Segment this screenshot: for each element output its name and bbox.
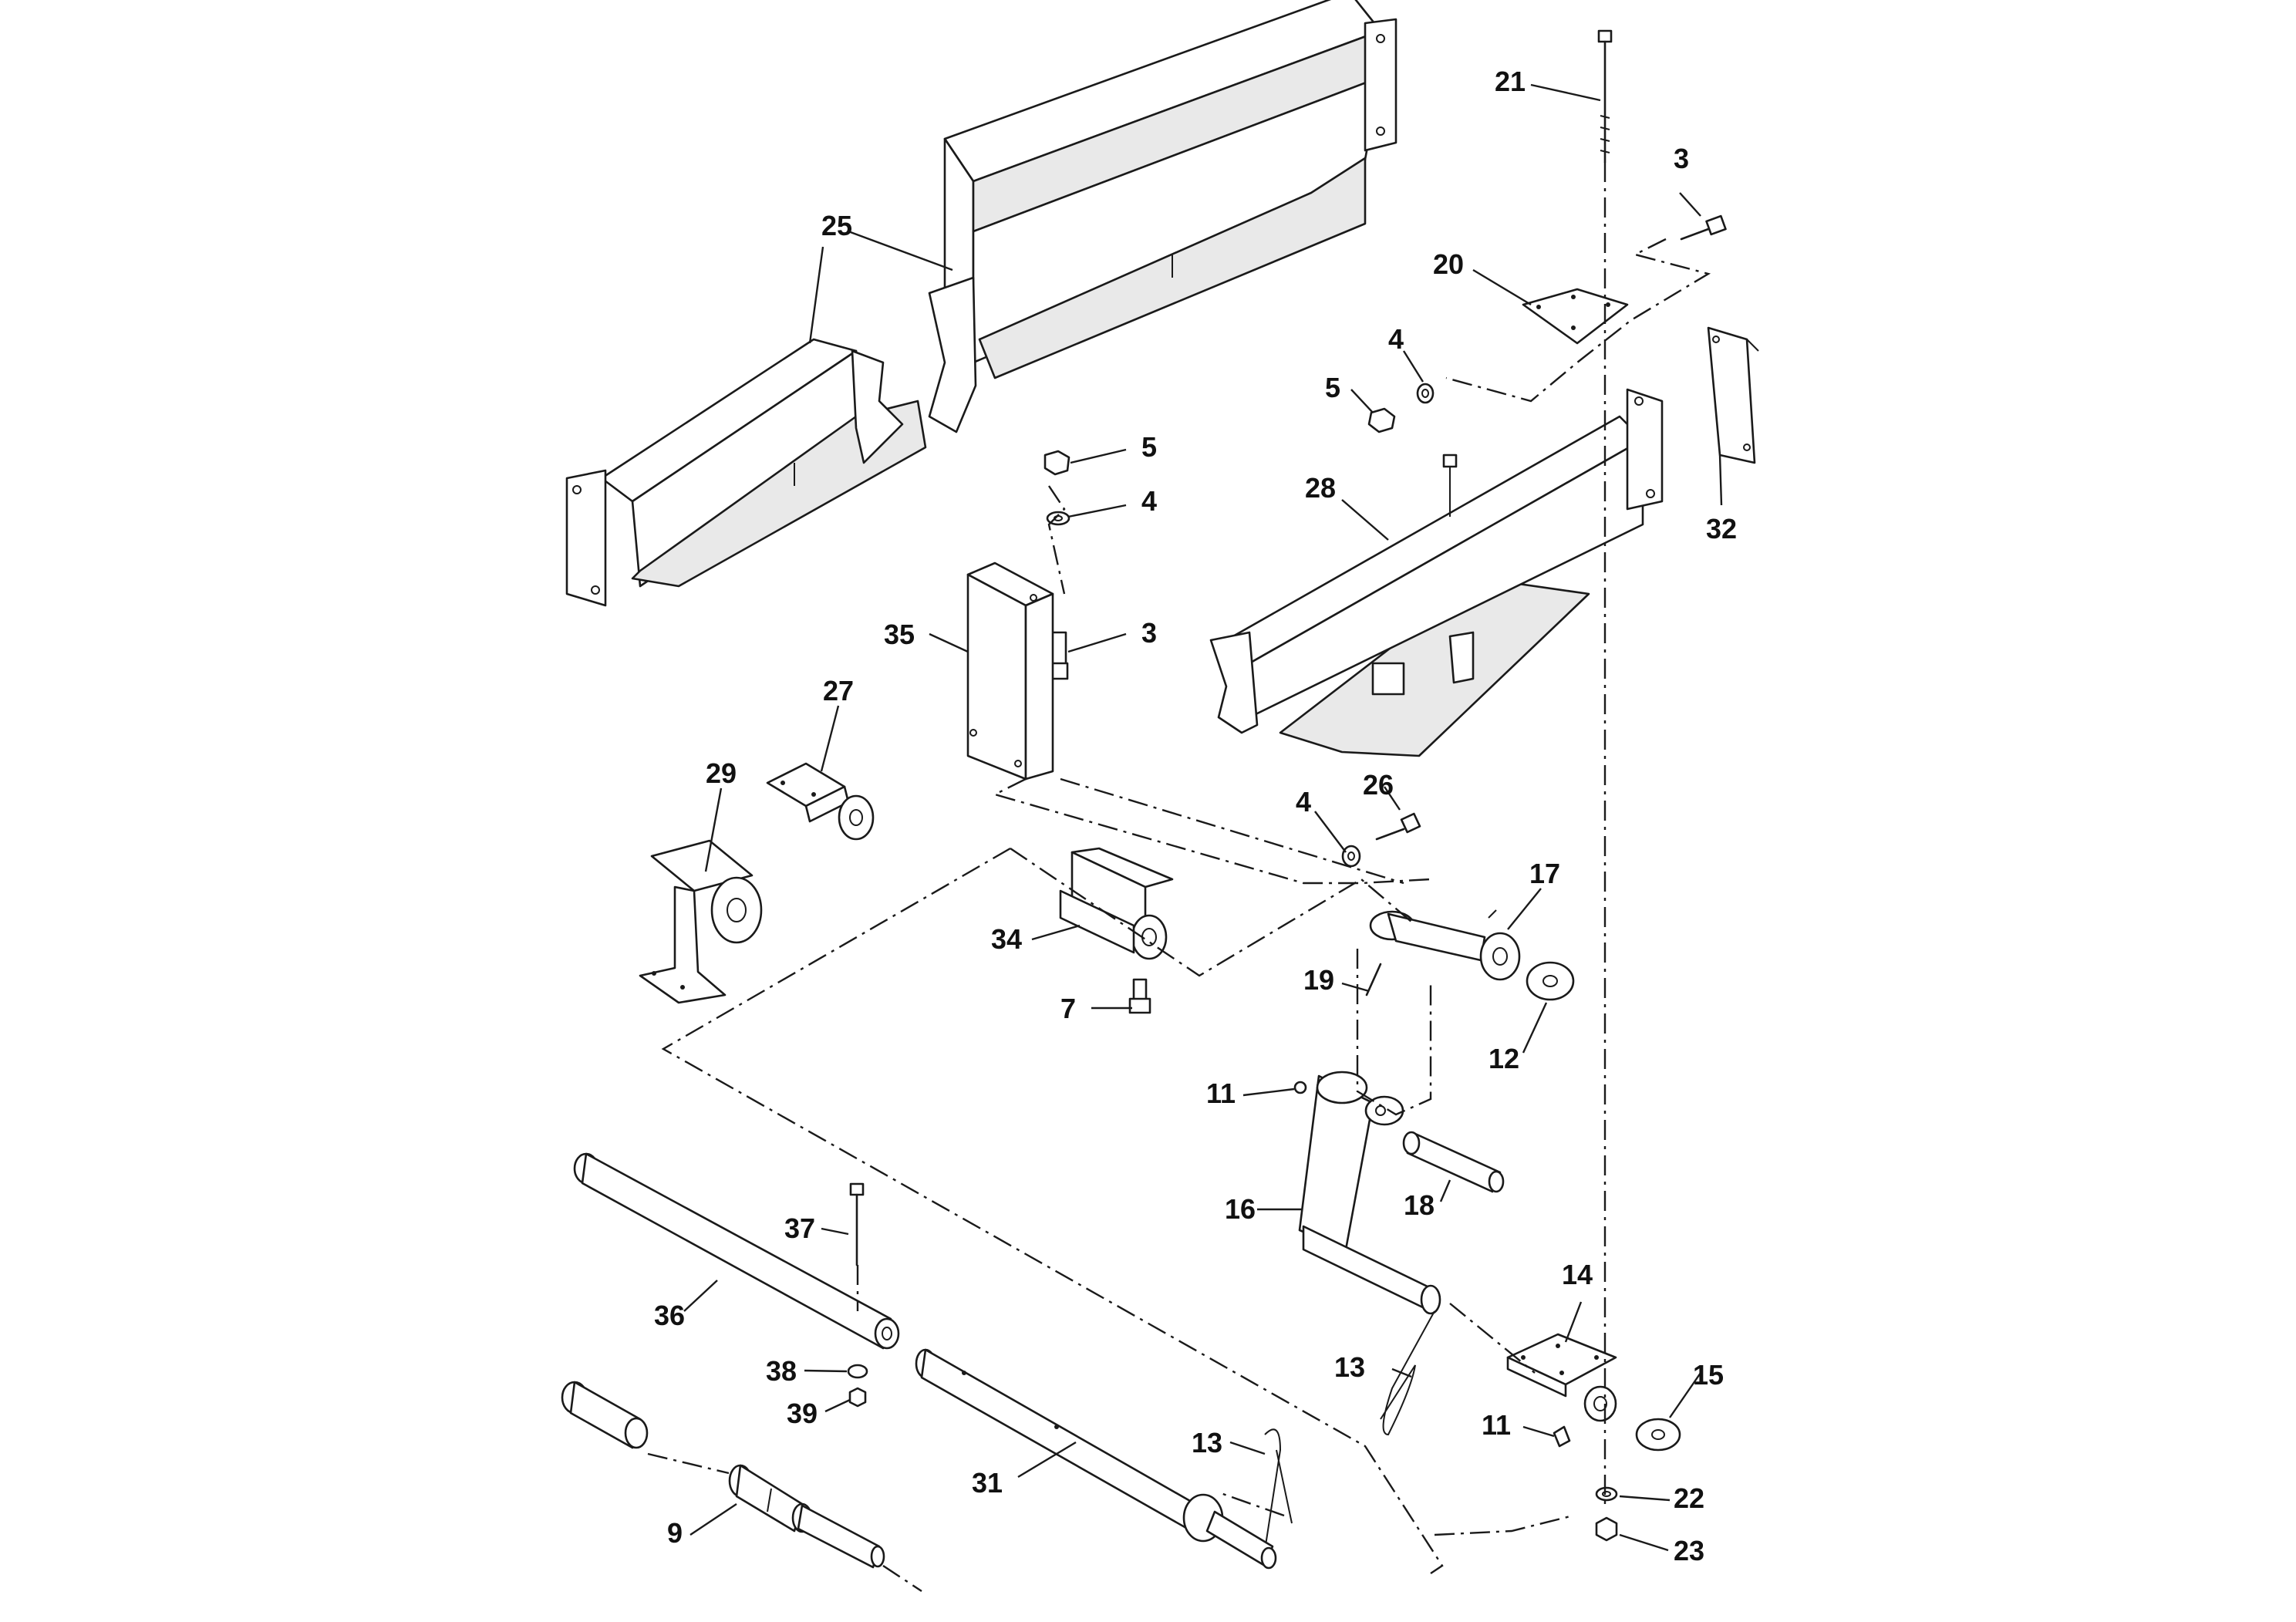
callout-34: 34 <box>991 923 1022 955</box>
callout-38: 38 <box>766 1355 797 1387</box>
part-22-washer <box>1595 1486 1618 1502</box>
part-20-square-plate <box>1522 288 1629 345</box>
part-17-lever <box>1369 909 1521 981</box>
part-31-shaft <box>915 1348 1277 1570</box>
callout-7: 7 <box>1060 993 1076 1024</box>
callout-20: 20 <box>1433 248 1464 280</box>
part-5-nut-mid <box>1043 450 1070 476</box>
callout-23: 23 <box>1674 1535 1704 1566</box>
part-39-nut <box>848 1387 867 1408</box>
part-14-bracket <box>1506 1333 1617 1422</box>
callout-13-left: 13 <box>1192 1427 1222 1458</box>
leader-lines <box>683 83 1723 1552</box>
part-3-top-bolt <box>1680 214 1727 241</box>
callout-labels: 21 3 20 25 25 4 5 5 4 28 32 35 3 27 29 2… <box>654 66 1737 1566</box>
assembly-lines <box>647 162 1711 1593</box>
callout-27: 27 <box>823 675 854 706</box>
callout-28: 28 <box>1305 472 1336 504</box>
part-13-hair-pin-left <box>1264 1428 1293 1551</box>
part-21-long-bolt <box>1597 29 1613 164</box>
callout-39: 39 <box>787 1398 818 1429</box>
callout-32: 32 <box>1706 513 1737 545</box>
part-4-washer-right <box>1416 383 1435 404</box>
callout-4-low: 4 <box>1296 786 1311 818</box>
part-29-clamp <box>639 839 763 1004</box>
part-5-nut-right <box>1367 407 1396 433</box>
part-12-washer <box>1526 961 1575 1001</box>
part-26-bolt <box>1375 812 1421 841</box>
callout-13: 13 <box>1334 1351 1365 1383</box>
callout-37: 37 <box>784 1212 815 1244</box>
part-32-end-plate <box>1707 326 1759 464</box>
part-18-pin <box>1402 1131 1505 1193</box>
part-13-hair-pin-right <box>1380 1310 1435 1436</box>
part-15-washer <box>1635 1418 1681 1452</box>
part-35-bracket <box>966 561 1054 781</box>
callout-11-lower: 11 <box>1482 1409 1511 1441</box>
callout-9: 9 <box>667 1517 683 1549</box>
callout-16: 16 <box>1225 1193 1256 1225</box>
part-27-hinge <box>766 762 875 841</box>
callout-15: 15 <box>1693 1359 1724 1391</box>
callout-4-mid: 4 <box>1141 485 1157 517</box>
part-4-washer-low <box>1341 845 1361 868</box>
part-28-right-beam <box>1209 388 1664 757</box>
part-36-tube <box>573 1152 900 1350</box>
callout-18: 18 <box>1404 1189 1435 1221</box>
part-11-grease-fitting-upper <box>1293 1081 1307 1094</box>
part-16-lever-arm <box>1298 1071 1441 1315</box>
callout-19: 19 <box>1303 964 1334 996</box>
part-34-pivot-bracket <box>1059 847 1174 960</box>
callout-14: 14 <box>1562 1259 1593 1290</box>
callout-29: 29 <box>706 757 737 789</box>
callout-36: 36 <box>654 1300 685 1331</box>
callout-5-mid: 5 <box>1141 431 1157 463</box>
callout-5: 5 <box>1325 372 1340 403</box>
callout-31: 31 <box>972 1467 1003 1499</box>
part-25-lower-beam <box>565 338 927 607</box>
callout-22: 22 <box>1674 1482 1704 1514</box>
part-38-washer <box>847 1364 868 1379</box>
part-23-nut <box>1595 1516 1618 1542</box>
callout-12: 12 <box>1489 1043 1519 1074</box>
callout-11: 11 <box>1206 1077 1236 1109</box>
callout-3-mid: 3 <box>1141 617 1157 649</box>
callout-21: 21 <box>1495 66 1526 97</box>
callout-4: 4 <box>1388 323 1404 355</box>
callout-17: 17 <box>1529 858 1560 889</box>
callout-35: 35 <box>884 619 915 650</box>
callout-25: 25 <box>821 210 852 241</box>
part-9-sleeve <box>561 1381 885 1569</box>
callout-26: 26 <box>1363 769 1394 801</box>
part-7-bolt <box>1128 978 1151 1014</box>
part-19-pin <box>1365 963 1382 996</box>
callout-3: 3 <box>1674 143 1689 174</box>
part-11-grease-fitting-lower <box>1553 1425 1571 1448</box>
part-37-bolt <box>849 1182 865 1266</box>
part-25-upper-beam <box>928 0 1397 433</box>
